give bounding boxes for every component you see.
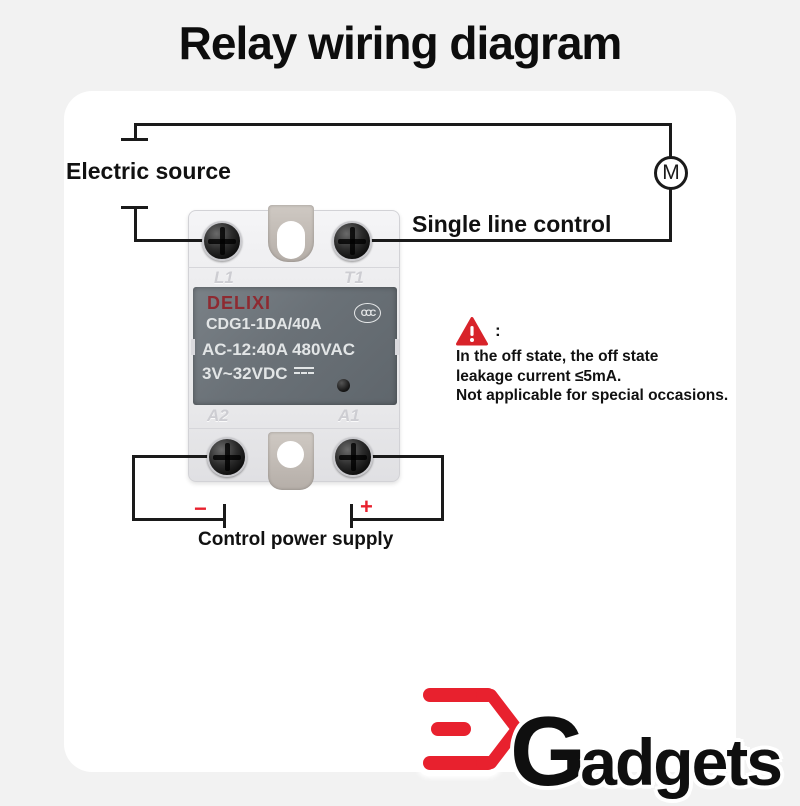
logo-letters-rest: adgets — [580, 724, 783, 799]
minus-polarity-label: − — [194, 496, 207, 521]
warning-triangle-icon — [456, 317, 488, 351]
relay-seam-top — [188, 267, 400, 268]
panel-notch-right — [395, 339, 399, 355]
wire-motor-upper — [669, 123, 672, 159]
wire-a2-horizontal — [133, 455, 229, 458]
supply-terminal-plus-tick — [350, 504, 353, 528]
warning-line-3: Not applicable for special occasions. — [456, 387, 729, 404]
wire-a2-vertical — [132, 455, 135, 521]
supply-terminal-minus-tick — [223, 504, 226, 528]
relay-brand: DELIXI — [207, 293, 272, 313]
logo-letter-g: G — [510, 695, 586, 806]
relay-seam-bottom — [188, 428, 400, 429]
screw-terminal-l1-icon — [202, 221, 242, 261]
logo-3d-icon — [420, 684, 523, 776]
motor-symbol: M — [654, 156, 688, 190]
wire-source-top-drop — [134, 123, 137, 140]
motor-letter: M — [662, 161, 680, 184]
electric-source-label: Electric source — [66, 158, 231, 184]
screw-terminal-t1-icon — [332, 221, 372, 261]
plus-polarity-label: + — [360, 494, 373, 519]
wire-a1-bottom — [351, 518, 444, 521]
screw-terminal-a2-icon — [207, 437, 247, 477]
logo-wordmark: G adgets — [510, 695, 783, 806]
single-line-control-label: Single line control — [412, 211, 612, 237]
relay-label-panel: DELIXI CDG1-1DA/40A AC-12:40A 480VAC 3V~… — [191, 287, 399, 405]
panel-notch-left — [191, 339, 195, 355]
mounting-hole-top — [277, 221, 305, 259]
ccc-cert-icon: CCC — [354, 303, 381, 323]
wire-top-horizontal — [135, 123, 672, 126]
warning-line-1: In the off state, the off state — [456, 348, 659, 365]
terminal-label-a1: A1 — [338, 406, 360, 425]
warning-text: In the off state, the off state leakage … — [456, 347, 728, 406]
wire-to-l1 — [134, 239, 224, 242]
screw-terminal-a1-icon — [333, 437, 373, 477]
terminal-label-l1: L1 — [214, 268, 234, 287]
source-terminal-plate-top — [121, 138, 148, 141]
diagram-card — [64, 91, 736, 772]
relay-control-voltage: 3V~32VDC — [202, 364, 314, 384]
warning-colon: : — [495, 321, 501, 340]
relay-rating: AC-12:40A 480VAC — [202, 340, 356, 359]
mounting-hole-bottom — [277, 441, 304, 468]
terminal-label-t1: T1 — [344, 268, 364, 287]
wire-a2-bottom — [132, 518, 226, 521]
relay-model: CDG1-1DA/40A — [206, 316, 322, 333]
wire-motor-lower — [669, 188, 672, 242]
warning-line-2: leakage current ≤5mA. — [456, 367, 622, 385]
wire-source-bottom-drop — [134, 206, 137, 242]
dc-symbol-icon — [293, 367, 314, 377]
brand-logo: G adgets — [420, 684, 783, 800]
page-title: Relay wiring diagram — [178, 17, 623, 69]
control-power-supply-label: Control power supply — [198, 529, 394, 550]
led-indicator-icon — [337, 379, 350, 392]
wire-a1-vertical — [441, 455, 444, 521]
wire-a1-horizontal — [352, 455, 444, 458]
wire-to-t1 — [351, 239, 672, 242]
terminal-label-a2: A2 — [207, 406, 229, 425]
